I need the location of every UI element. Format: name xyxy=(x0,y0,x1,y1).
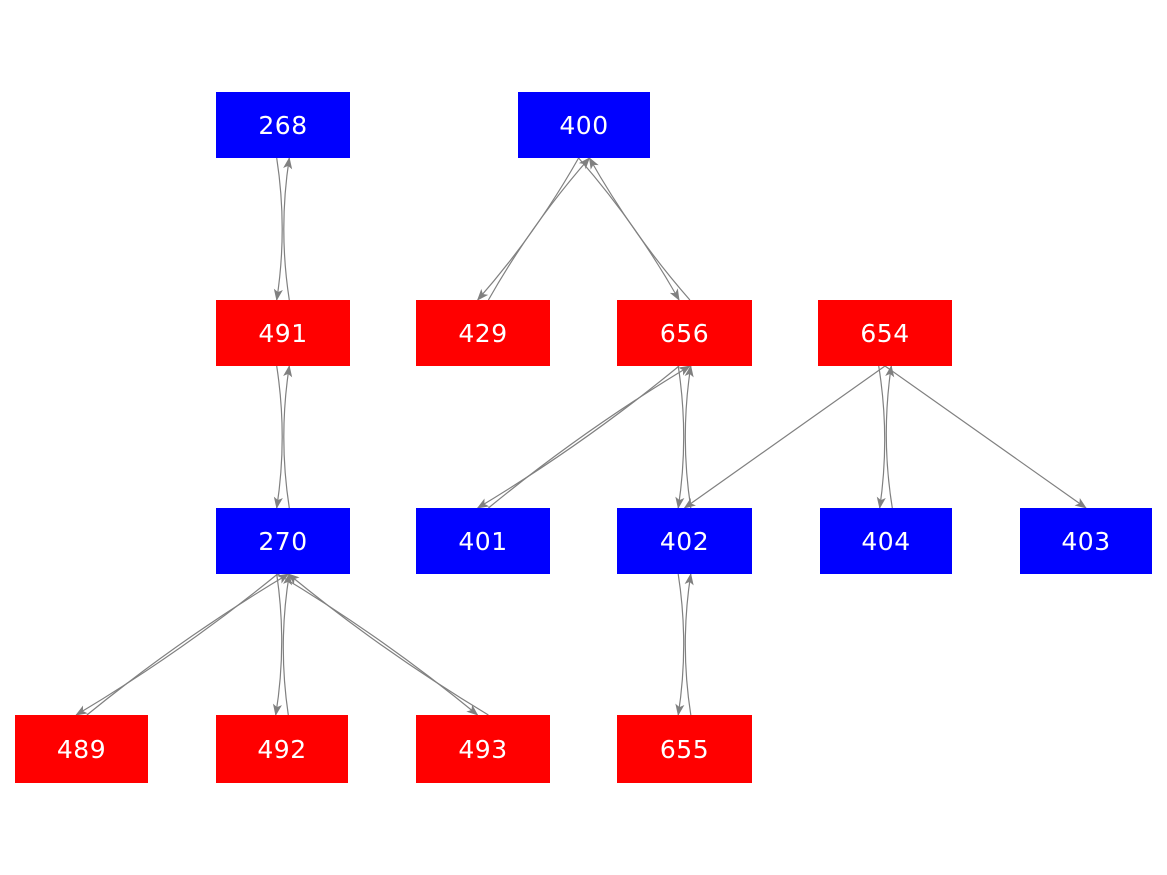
graph-node-label: 403 xyxy=(1061,526,1111,556)
graph-node-403[interactable]: 403 xyxy=(1020,508,1152,574)
graph-node-656[interactable]: 656 xyxy=(617,300,752,366)
edge-402-655 xyxy=(675,573,694,716)
graph-node-404[interactable]: 404 xyxy=(820,508,952,574)
graph-node-label: 493 xyxy=(458,734,508,764)
graph-node-label: 402 xyxy=(659,526,710,556)
graph-node-402[interactable]: 402 xyxy=(617,508,752,574)
graph-node-label: 429 xyxy=(458,318,508,348)
graph-node-493[interactable]: 493 xyxy=(416,715,550,783)
graph-node-491[interactable]: 491 xyxy=(216,300,350,366)
edge-656-402 xyxy=(675,365,694,509)
graph-node-label: 401 xyxy=(458,526,508,556)
graph-node-270[interactable]: 270 xyxy=(216,508,350,574)
edge-654-402 xyxy=(683,365,886,509)
edge-270-489 xyxy=(75,573,290,716)
graph-node-label: 492 xyxy=(257,734,307,764)
edge-270-492 xyxy=(272,573,293,716)
edge-400-429 xyxy=(476,157,591,301)
edge-400-656 xyxy=(578,157,691,301)
edge-268-491 xyxy=(273,157,293,301)
graph-node-label: 400 xyxy=(559,110,609,140)
graph-node-label: 270 xyxy=(258,526,308,556)
graph-node-label: 404 xyxy=(861,526,911,556)
graph-node-label: 656 xyxy=(659,318,710,348)
graph-node-655[interactable]: 655 xyxy=(617,715,752,783)
edge-654-404 xyxy=(876,365,895,509)
graph-node-492[interactable]: 492 xyxy=(216,715,348,783)
graph-node-268[interactable]: 268 xyxy=(216,92,350,158)
graph-node-label: 268 xyxy=(258,110,308,140)
graph-node-429[interactable]: 429 xyxy=(416,300,550,366)
graph-node-401[interactable]: 401 xyxy=(416,508,550,574)
graph-node-654[interactable]: 654 xyxy=(818,300,952,366)
graph-node-label: 491 xyxy=(258,318,308,348)
edge-491-270 xyxy=(273,365,293,509)
graph-node-label: 489 xyxy=(56,734,107,764)
graph-node-400[interactable]: 400 xyxy=(518,92,650,158)
edge-654-403 xyxy=(884,365,1087,509)
edge-270-493 xyxy=(277,573,489,716)
graph-node-label: 654 xyxy=(860,318,910,348)
edge-656-401 xyxy=(476,365,691,509)
graph-node-label: 655 xyxy=(659,734,710,764)
edge-group xyxy=(75,157,1087,716)
graph-node-489[interactable]: 489 xyxy=(15,715,148,783)
